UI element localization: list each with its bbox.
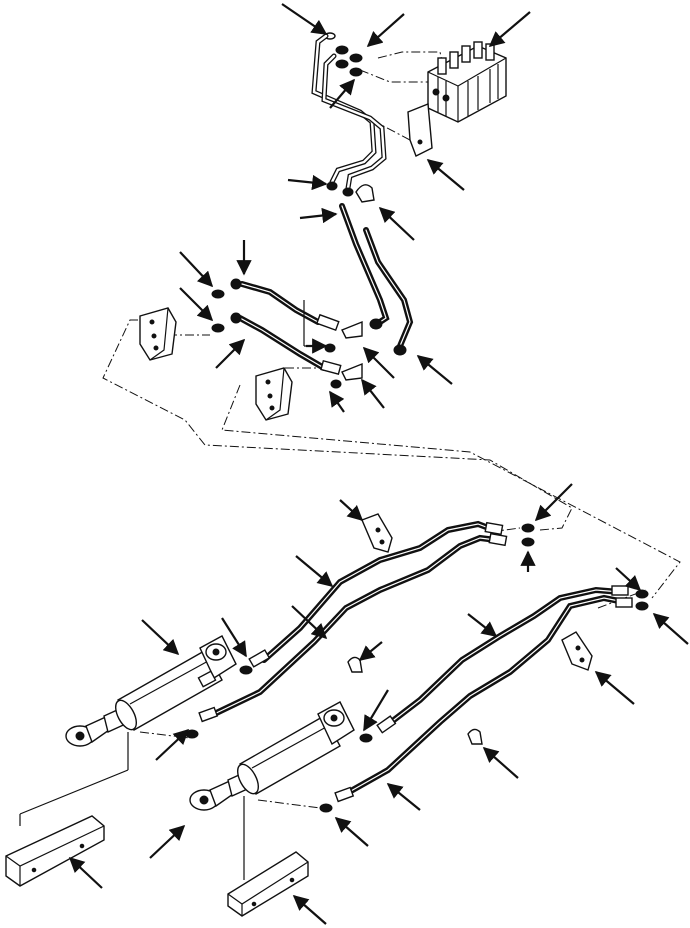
- callout-arrow-35: [149, 824, 186, 859]
- callout-arrow-29: [594, 671, 635, 705]
- callout-arrows: [68, 3, 689, 925]
- callout-arrow-34: [334, 816, 369, 847]
- top-fittings[interactable]: [324, 32, 363, 77]
- callout-arrow-5: [426, 159, 465, 191]
- callout-arrow-23: [467, 613, 498, 637]
- callout-arrow-33: [386, 783, 421, 811]
- callout-arrow-1: [281, 3, 328, 35]
- bulkhead-plate-center[interactable]: [255, 367, 293, 421]
- upper-hoses[interactable]: [211, 203, 414, 389]
- callout-arrow-19: [534, 483, 573, 522]
- callout-arrow-12: [215, 338, 246, 369]
- callout-arrow-22: [291, 605, 328, 640]
- callout-arrow-21: [295, 555, 334, 587]
- callout-arrow-25: [652, 612, 689, 645]
- callout-arrow-17: [361, 378, 385, 409]
- control-valve-bank[interactable]: [427, 41, 507, 123]
- small-clip-left[interactable]: [347, 656, 363, 673]
- lower-hoses-right-set[interactable]: [319, 585, 649, 813]
- callout-arrow-7: [378, 206, 415, 241]
- callout-arrow-14: [362, 346, 395, 379]
- callout-arrow-18: [339, 499, 364, 522]
- cylinder-guard-right[interactable]: [227, 851, 309, 917]
- callout-arrow-11: [179, 287, 214, 322]
- callout-arrow-3: [488, 11, 531, 47]
- callout-arrow-37: [292, 894, 327, 925]
- cylinder-guard-left[interactable]: [5, 815, 105, 887]
- callout-arrow-24: [615, 567, 642, 592]
- callout-arrow-2: [366, 13, 405, 48]
- hose-clamp-upper[interactable]: [361, 513, 393, 553]
- callout-arrow-26: [141, 619, 180, 656]
- callout-arrow-31: [482, 746, 519, 779]
- callout-arrow-30: [363, 689, 389, 732]
- bulkhead-plate-left[interactable]: [139, 307, 177, 361]
- callout-arrow-28: [358, 641, 383, 661]
- callout-arrow-27: [221, 617, 247, 658]
- hydraulic-cylinder-right[interactable]: [189, 701, 355, 880]
- small-clip-right[interactable]: [467, 728, 483, 745]
- hydraulic-cylinder-left[interactable]: [19, 635, 237, 826]
- callout-arrow-6: [287, 174, 328, 191]
- tube-clamp[interactable]: [355, 184, 375, 203]
- lower-hoses-left-set[interactable]: [185, 520, 535, 739]
- callout-arrow-36: [68, 856, 103, 889]
- callout-arrow-8: [299, 207, 338, 224]
- hose-clamp-right[interactable]: [561, 631, 593, 671]
- callout-arrow-4: [329, 78, 356, 109]
- callout-arrow-16: [329, 390, 345, 413]
- callout-arrow-9: [179, 251, 214, 288]
- callout-arrow-15: [416, 355, 453, 385]
- callout-arrow-32: [155, 728, 190, 761]
- valve-mounting-bracket[interactable]: [407, 103, 433, 157]
- steel-tube-pair[interactable]: [311, 33, 387, 197]
